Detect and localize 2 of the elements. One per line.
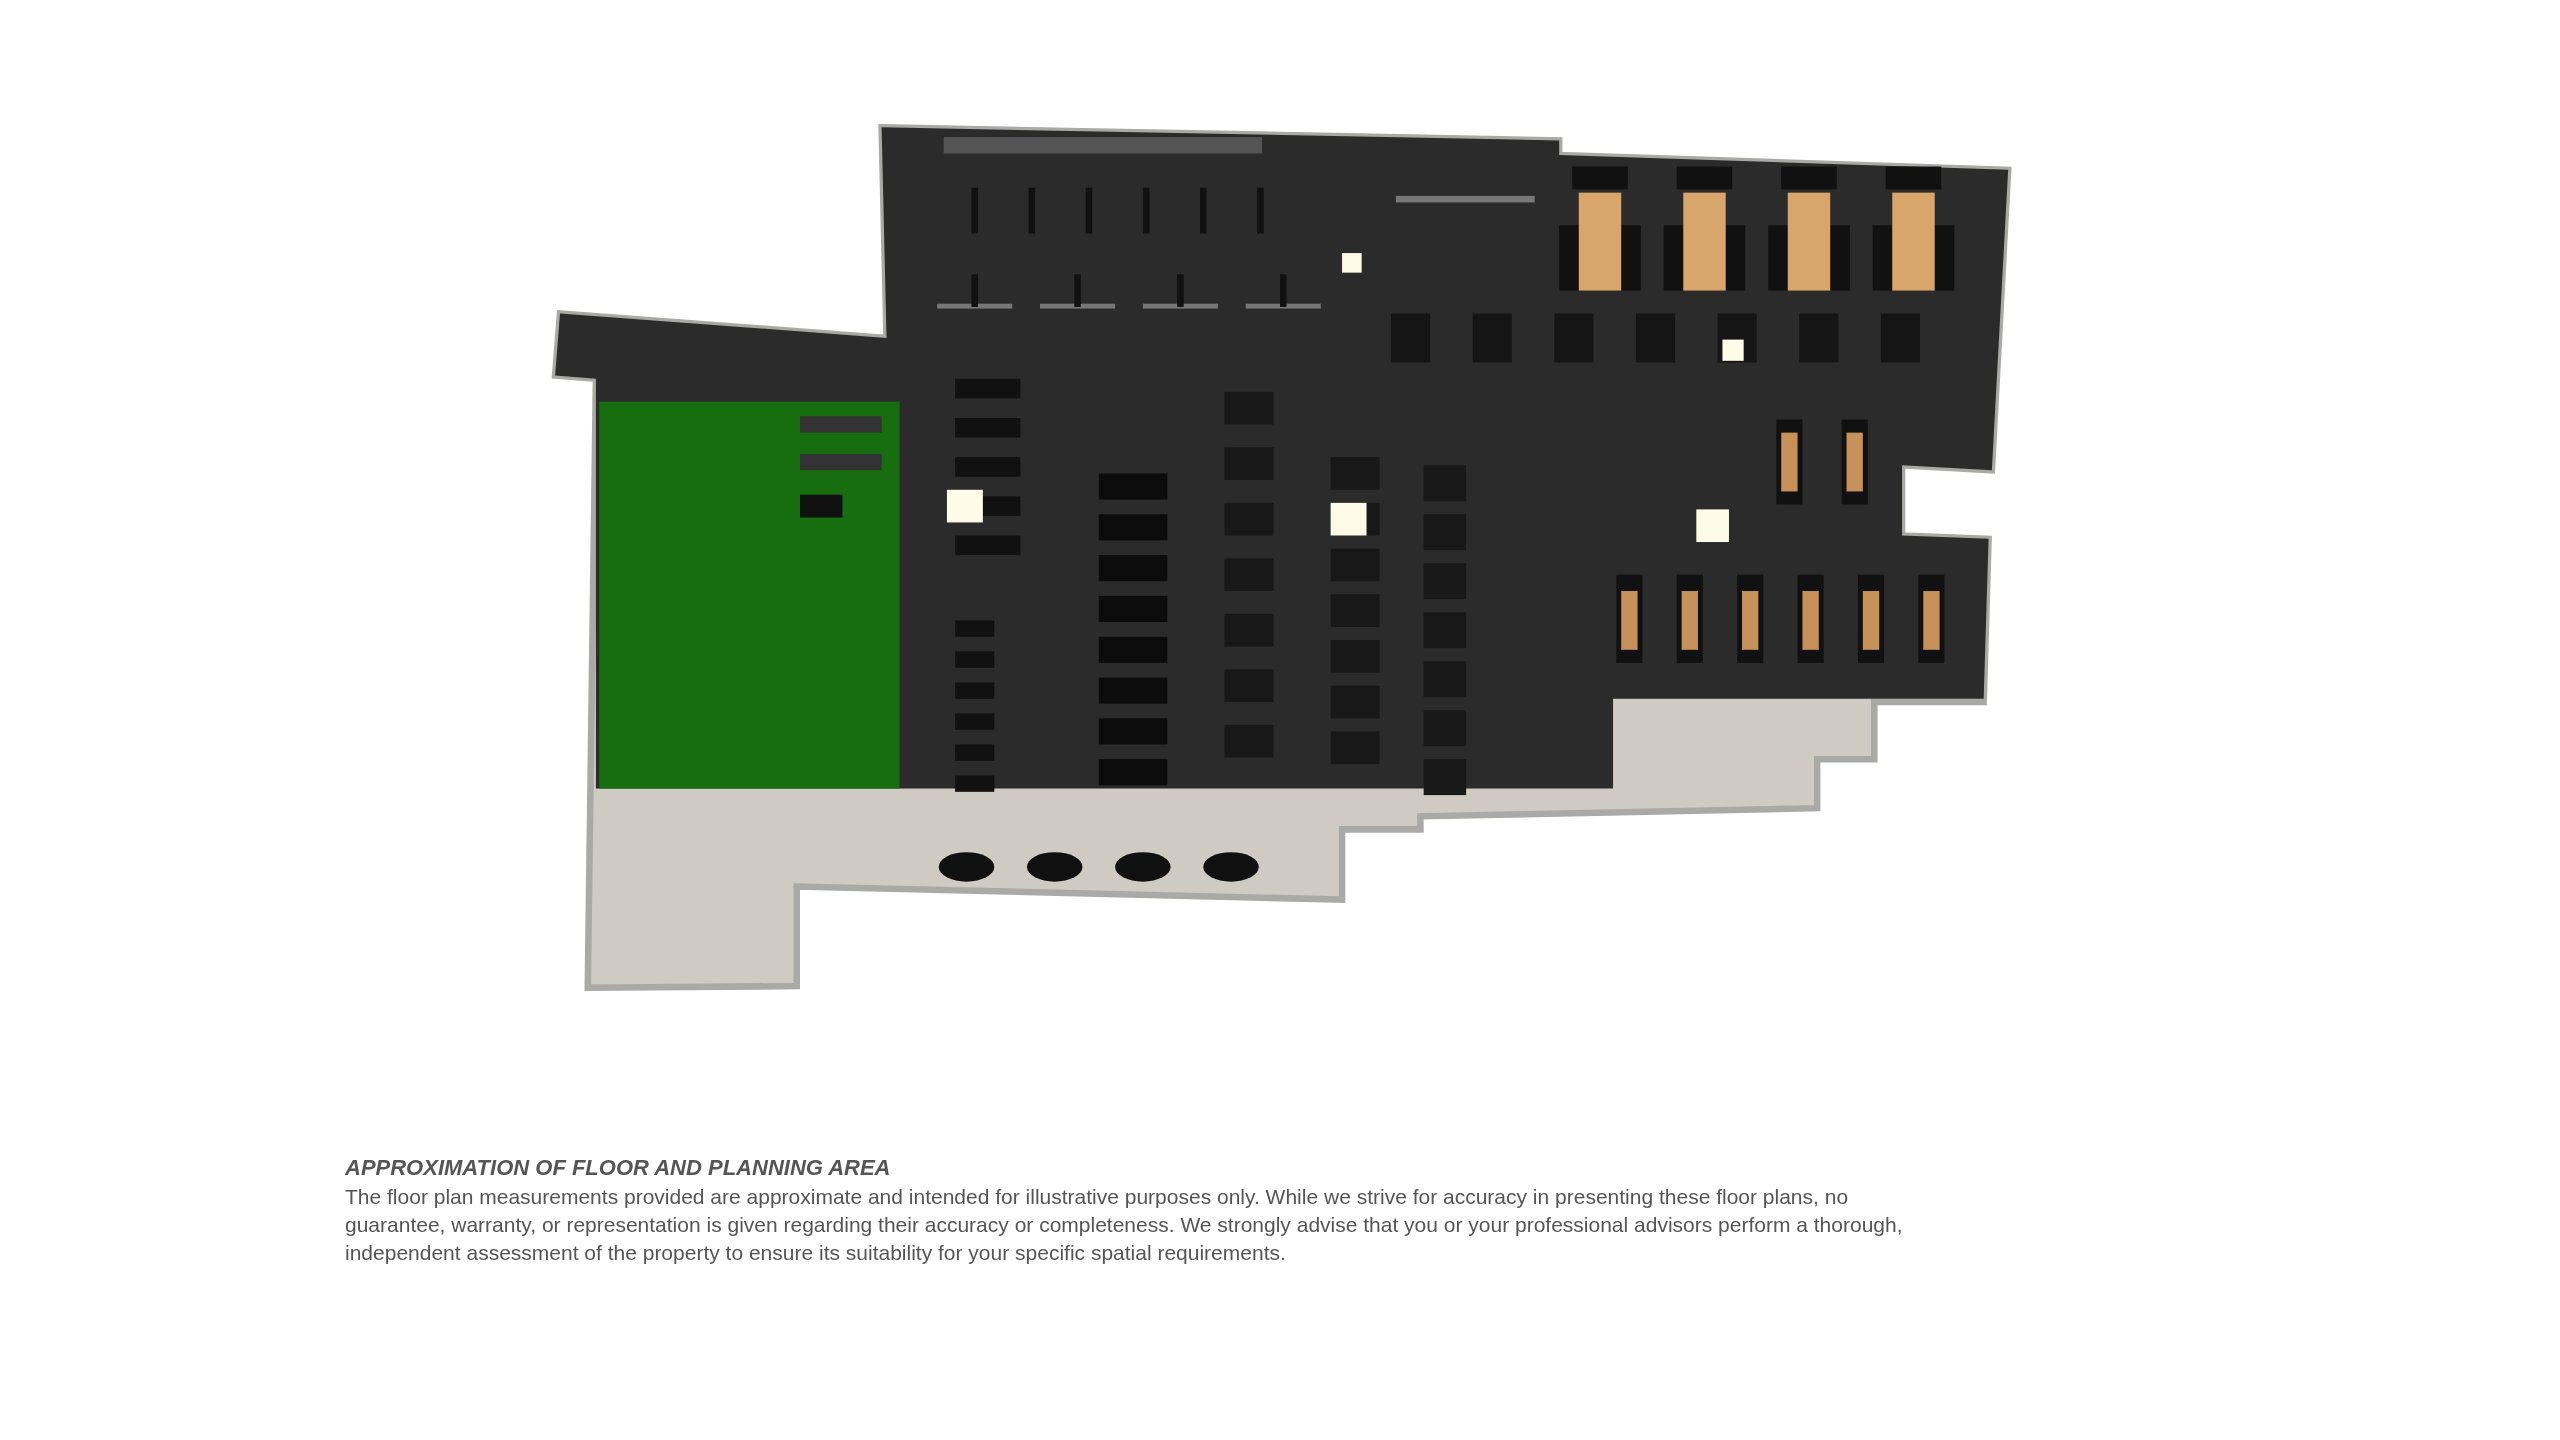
heading: APPROXIMATION OF FLOOR AND PLANNING AREA <box>345 1155 891 1181</box>
disclaimer-paragraph: The floor plan measurements provided are approximate and intended for illustrative purposes only. While we strive for accuracy in presenting these floor plans, no guarantee, warranty, or representation is given regarding their accuracy or completeness. We strongly advise that you or your professional advisors perform a thorough, independent assessment of the property to ensure its suitability for your specific spatial requirements. <box>345 1184 1904 1266</box>
